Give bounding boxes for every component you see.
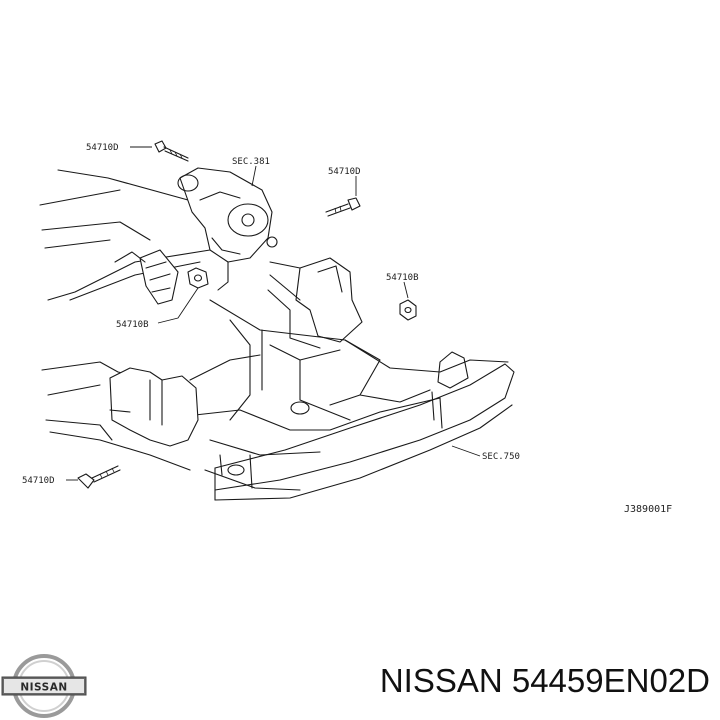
axle-boot — [114, 249, 179, 305]
nut-right-icon — [399, 299, 417, 321]
nissan-logo-icon: NISSAN — [1, 654, 87, 718]
nut-left-icon — [187, 267, 209, 289]
callout-bolt-top: 54710D — [86, 143, 119, 153]
callout-nut-left: 54710B — [116, 320, 149, 330]
part-title: NISSAN 54459EN02D — [379, 662, 710, 699]
bolt-top-icon — [154, 140, 189, 162]
mount-bracket — [267, 257, 363, 349]
figure-code: J389001F — [624, 504, 672, 515]
callout-sec-crossmember: SEC.750 — [482, 452, 520, 462]
callout-bolt-right: 54710D — [328, 167, 361, 177]
leader-lines — [66, 146, 481, 481]
crossmember — [110, 299, 509, 491]
logo-text: NISSAN — [20, 682, 67, 694]
front-beam — [214, 363, 515, 501]
callout-nut-right: 54710B — [386, 273, 419, 283]
bolt-right-icon — [325, 197, 361, 217]
callout-sec-differential: SEC.381 — [232, 157, 270, 167]
differential-housing — [177, 167, 278, 291]
callout-bolt-bottom: 54710D — [22, 476, 55, 486]
bolt-bottom-icon — [77, 465, 121, 489]
frame-rail-lower — [41, 361, 199, 471]
